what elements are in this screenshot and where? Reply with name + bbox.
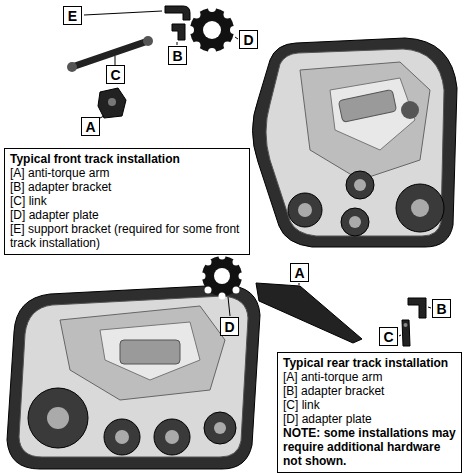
callout-letter-box: A: [290, 263, 309, 282]
callout-letter-box: C: [379, 327, 398, 346]
front-parts: [67, 4, 238, 118]
callout-letter-box: A: [81, 117, 100, 136]
callout-letter-box: D: [220, 317, 239, 336]
key-entry: [C] link: [283, 398, 456, 412]
callout-letter-box: C: [106, 65, 125, 84]
callout-letter: D: [243, 33, 253, 47]
key-entry: NOTE: some installations may require add…: [283, 426, 456, 468]
key-entry: [C] link: [10, 194, 244, 208]
callout-letter-box: E: [63, 6, 82, 25]
callout-letter: A: [85, 120, 95, 134]
front-track: [253, 38, 458, 247]
key-entry: [B] adapter bracket: [283, 384, 456, 398]
callout-letter-box: B: [168, 46, 187, 65]
callout-letter-box: B: [432, 299, 451, 318]
callout-letter: D: [224, 320, 234, 334]
rear-parts: [199, 253, 427, 347]
installation-key-box: Typical rear track installation[A] anti-…: [277, 352, 462, 473]
callout-letter: C: [110, 68, 120, 82]
key-entry: [B] adapter bracket: [10, 180, 244, 194]
leader-lines: [228, 283, 431, 336]
leader-lines: [84, 11, 238, 118]
callout-letter: B: [172, 49, 182, 63]
key-entry: [A] anti-torque arm: [10, 166, 244, 180]
rear-track: [7, 285, 260, 469]
key-entry: [E] support bracket (required for some f…: [10, 222, 244, 250]
key-entry: [D] adapter plate: [283, 412, 456, 426]
key-heading: Typical front track installation: [10, 152, 244, 166]
callout-letter: A: [294, 266, 304, 280]
installation-key-box: Typical front track installation[A] anti…: [4, 148, 250, 255]
key-entry: [A] anti-torque arm: [283, 370, 456, 384]
key-entry: [D] adapter plate: [10, 208, 244, 222]
callout-letter: B: [436, 302, 446, 316]
callout-letter-box: D: [239, 30, 258, 49]
key-heading: Typical rear track installation: [283, 356, 456, 370]
callout-letter: C: [383, 330, 393, 344]
callout-letter: E: [68, 9, 77, 23]
